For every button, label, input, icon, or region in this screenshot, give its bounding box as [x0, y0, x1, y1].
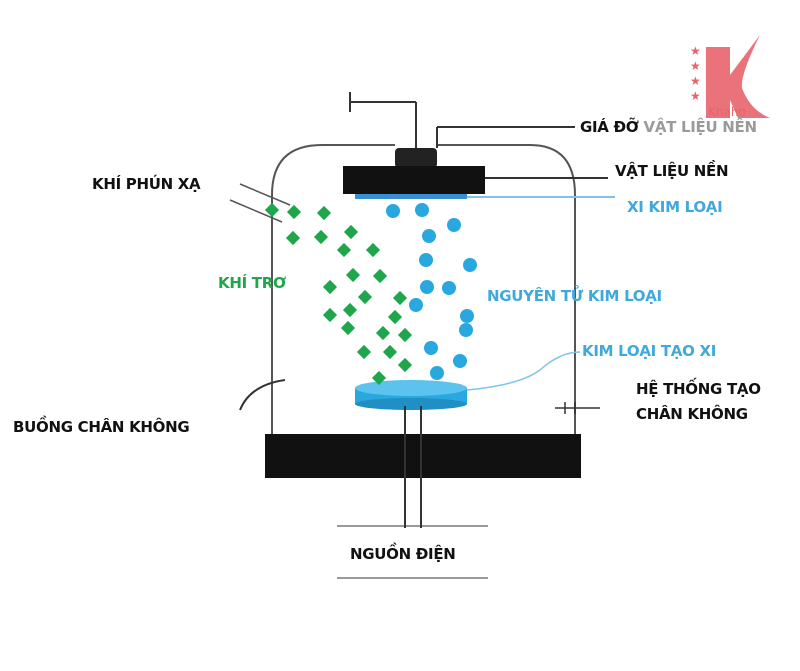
inert-gas-particle — [382, 344, 398, 360]
inert-gas-particle — [286, 204, 302, 220]
metal-atom — [386, 204, 400, 218]
inert-gas-particle — [342, 302, 358, 318]
substrate-holder — [343, 148, 485, 194]
label-vacuum-chamber: BUỒNG CHÂN KHÔNG — [13, 414, 189, 436]
inert-gas-particle — [357, 289, 373, 305]
inert-gas-particle — [392, 290, 408, 306]
metal-atom — [459, 323, 473, 337]
inert-gas-particle — [372, 268, 388, 284]
inert-gas-particle — [343, 224, 359, 240]
svg-text:★: ★ — [690, 89, 701, 103]
vacuum-port — [555, 402, 600, 414]
metal-atom — [442, 281, 456, 295]
inert-gas-particle — [285, 230, 301, 246]
target-metal — [355, 380, 467, 410]
inert-gas-particle — [322, 279, 338, 295]
vacuum-chamber-wall — [271, 144, 576, 440]
label-metal-atoms: NGUYÊN TỬ KIM LOẠI — [487, 284, 662, 305]
inert-gas-particle — [264, 202, 280, 218]
metal-atom — [409, 298, 423, 312]
inert-gas-particle — [397, 327, 413, 343]
label-power-source: NGUỒN ĐIỆN — [350, 541, 456, 563]
inert-gas-particle — [356, 344, 372, 360]
power-wires — [337, 406, 488, 579]
metal-atom — [419, 253, 433, 267]
label-substrate: VẬT LIỆU NỀN — [615, 159, 728, 180]
label-target-metal: KIM LOẠI TẠO XI — [582, 342, 716, 360]
inert-gas-particle — [345, 267, 361, 283]
particles — [264, 202, 477, 386]
svg-text:Khaho: Khaho — [708, 105, 746, 119]
chamber-base — [265, 434, 581, 478]
khaho-logo: ★ ★ ★ ★ Khaho — [690, 35, 770, 119]
inert-gas-particle — [316, 205, 332, 221]
metal-atom — [463, 258, 477, 272]
label-vacuum-system-1: HỆ THỐNG TẠO — [636, 377, 761, 398]
svg-text:★: ★ — [690, 74, 701, 88]
inert-gas-particle — [397, 357, 413, 373]
inert-gas-particle — [365, 242, 381, 258]
svg-text:★: ★ — [690, 44, 701, 58]
inert-gas-particle — [371, 370, 387, 386]
svg-text:★: ★ — [690, 59, 701, 73]
label-metal-slag: XI KIM LOẠI — [627, 198, 722, 216]
metal-atom — [453, 354, 467, 368]
metal-atom — [420, 280, 434, 294]
inert-gas-particle — [387, 309, 403, 325]
label-sputter-gas: KHÍ PHÚN XẠ — [92, 174, 201, 193]
metal-atom — [424, 341, 438, 355]
inert-gas-particle — [322, 307, 338, 323]
inert-gas-particle — [340, 320, 356, 336]
metal-atom — [415, 203, 429, 217]
metal-atom — [430, 366, 444, 380]
metal-atom — [422, 229, 436, 243]
inert-gas-particle — [336, 242, 352, 258]
ground-symbol — [349, 92, 417, 148]
inert-gas-particle — [375, 325, 391, 341]
label-vacuum-system-2: CHÂN KHÔNG — [636, 404, 748, 423]
label-substrate-holder: GIÁ ĐỠ VẬT LIỆU NỀN — [580, 115, 757, 136]
metal-slag-layer — [355, 194, 467, 199]
inert-gas-particle — [313, 229, 329, 245]
metal-atom — [447, 218, 461, 232]
label-inert-gas: KHÍ TRƠ — [218, 273, 286, 292]
metal-atom — [460, 309, 474, 323]
